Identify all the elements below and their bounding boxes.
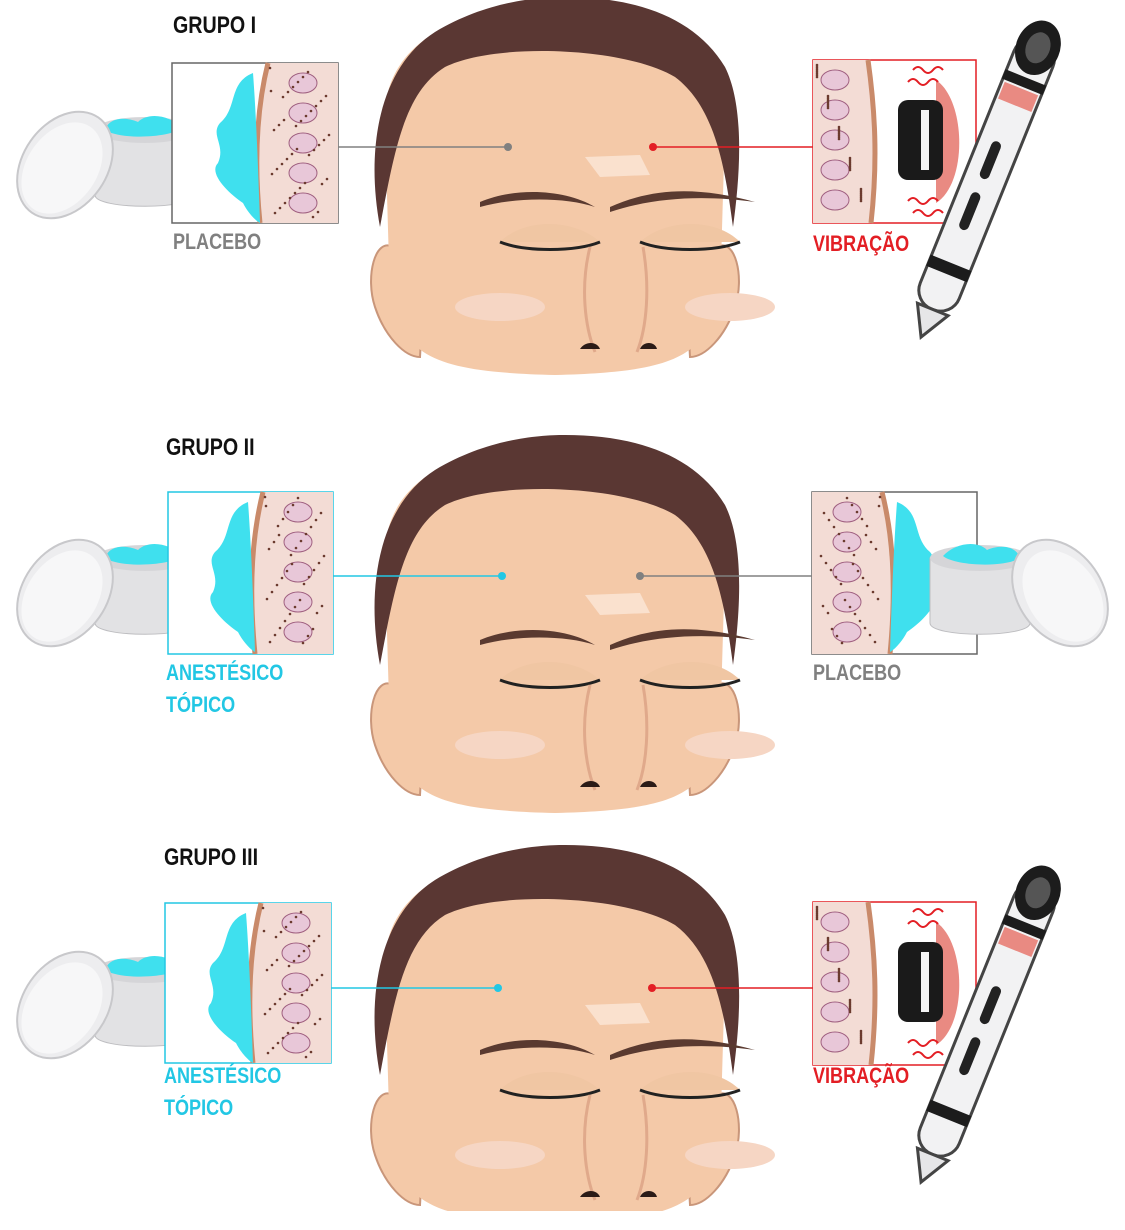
group-1-illustration <box>0 0 1125 400</box>
left-treatment-label: PLACEBO <box>173 226 261 258</box>
skin-cross-section-icon <box>813 60 976 223</box>
right-treatment-label: PLACEBO <box>813 657 901 689</box>
vibration-head <box>898 100 943 180</box>
application-point <box>494 984 502 992</box>
group-title: GRUPO II <box>166 434 255 462</box>
application-point <box>504 143 512 151</box>
group-title: GRUPO III <box>164 844 258 872</box>
cream-jar-icon <box>0 93 195 236</box>
left-label-line-1: ANESTÉSICO <box>164 1060 281 1092</box>
skin-cross-section-icon <box>172 63 338 223</box>
skin-cross-section-icon <box>165 903 331 1063</box>
application-point <box>498 572 506 580</box>
right-treatment-label: VIBRAÇÃO <box>813 1060 909 1092</box>
group-title: GRUPO I <box>173 12 256 40</box>
group-1: GRUPO I PLACEBO VIBRAÇÃO <box>0 0 1125 400</box>
application-point <box>636 572 644 580</box>
group-3: GRUPO III ANESTÉSICO TÓPICO VIBRAÇÃO <box>0 830 1125 1230</box>
face-illustration <box>371 435 775 813</box>
face-illustration <box>371 0 775 375</box>
right-label-line-1: VIBRAÇÃO <box>813 228 909 260</box>
group-2: GRUPO II ANESTÉSICO TÓPICO PLACEBO <box>0 420 1125 820</box>
left-label-line-1: ANESTÉSICO <box>166 657 283 689</box>
group-3-illustration <box>0 830 1125 1211</box>
skin-cross-section-icon <box>168 492 333 654</box>
left-treatment-label: ANESTÉSICO TÓPICO <box>164 1060 281 1124</box>
left-label-line-1: PLACEBO <box>173 226 261 258</box>
right-treatment-label: VIBRAÇÃO <box>813 228 909 260</box>
left-label-line-2: TÓPICO <box>166 689 283 721</box>
right-label-line-1: PLACEBO <box>813 657 901 689</box>
vibration-head <box>898 942 943 1022</box>
application-point <box>649 143 657 151</box>
left-treatment-label: ANESTÉSICO TÓPICO <box>166 657 283 721</box>
right-label-line-1: VIBRAÇÃO <box>813 1060 909 1092</box>
left-label-line-2: TÓPICO <box>164 1092 281 1124</box>
skin-cross-section-icon <box>813 902 976 1065</box>
application-point <box>648 984 656 992</box>
group-2-illustration <box>0 420 1125 820</box>
cream-jar-icon <box>0 521 195 664</box>
face-illustration <box>371 845 775 1211</box>
